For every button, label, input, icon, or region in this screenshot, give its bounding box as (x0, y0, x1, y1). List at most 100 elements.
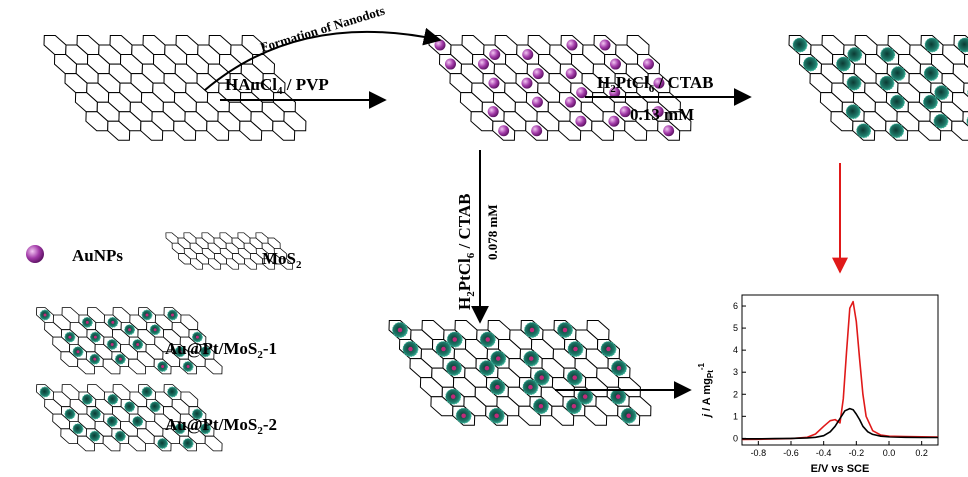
au-core (68, 335, 72, 339)
x-tick-label: -0.2 (849, 448, 865, 458)
mos2-sheet-aupt-2 (388, 320, 652, 426)
x-tick-label: -0.4 (816, 448, 832, 458)
au-nanoparticle (488, 77, 500, 89)
au-nanoparticle (498, 125, 510, 137)
au-core (616, 365, 622, 371)
pt-nanoparticle (174, 423, 186, 435)
au-nanoparticle (489, 49, 501, 61)
au-core (582, 394, 588, 399)
x-tick-label: 0.2 (915, 448, 928, 458)
pt-nanoparticle (923, 66, 939, 81)
x-tick-label: 0.0 (883, 448, 896, 458)
legend-au-label: AuNPs (72, 246, 123, 265)
au-nanoparticle (576, 87, 588, 99)
legend-aupt2-sheet (36, 384, 223, 452)
pt-nanoparticle (836, 56, 851, 72)
y-tick-label: 0 (733, 433, 738, 443)
legend-mos2-sheet (165, 232, 294, 270)
au-core (495, 356, 501, 361)
step3-conc: 0.078 mM (485, 204, 500, 260)
au-core (528, 384, 533, 390)
chart-ylabel: j / A mgPt-1 (697, 362, 715, 419)
au-nanoparticle (609, 58, 621, 70)
y-tick-label: 4 (733, 345, 738, 355)
au-nanoparticle (531, 96, 543, 108)
pt-nanoparticle (124, 401, 135, 413)
pt-nanoparticle (803, 56, 818, 72)
au-core (450, 394, 456, 399)
au-core (43, 313, 47, 317)
pt-nanoparticle (39, 386, 51, 398)
step2-conc: 0.13 mM (630, 105, 694, 124)
au-nanoparticle (663, 125, 675, 137)
au-nanoparticle (653, 77, 665, 89)
pt-nanoparticle (81, 393, 93, 405)
au-core (203, 350, 207, 354)
series-line-1 (742, 407, 938, 440)
x-tick-label: -0.6 (783, 448, 799, 458)
au-nanoparticle (477, 58, 489, 70)
hexagon-cell (165, 232, 179, 244)
au-nanoparticle (608, 115, 620, 127)
au-core (186, 365, 190, 369)
au-nanoparticle (444, 58, 456, 70)
legend-aupt1-sheet (36, 307, 223, 375)
hexagon-cell (951, 92, 968, 113)
step3-label: H2PtCl6 / CTAB (455, 194, 477, 310)
hexagon-cell (283, 111, 307, 132)
au-core (452, 337, 457, 342)
au-nanoparticle (619, 106, 631, 118)
y-tick-label: 6 (733, 301, 738, 311)
au-core (195, 335, 199, 339)
au-core (485, 337, 490, 342)
hexagon-cell (43, 35, 67, 55)
pt-nanoparticle (157, 438, 168, 449)
pt-nanoparticle (792, 37, 808, 53)
legend-mos2-label: MoS2 (262, 249, 302, 271)
pt-nanoparticle (846, 75, 862, 91)
hexagon-cell (204, 435, 223, 452)
au-core (93, 357, 97, 361)
au-core (529, 327, 535, 333)
au-nanoparticle (609, 87, 621, 99)
au-core (539, 375, 544, 380)
au-core (528, 356, 534, 361)
pt-nanoparticle (890, 66, 906, 81)
y-tick-label: 5 (733, 323, 738, 333)
au-nanoparticle (564, 96, 576, 108)
au-core (572, 375, 577, 380)
pt-nanoparticle (933, 113, 949, 129)
pt-nanoparticle (889, 123, 905, 139)
chart-frame (741, 294, 939, 446)
au-nanoparticle (532, 68, 544, 80)
au-core (397, 327, 403, 333)
au-core (495, 384, 500, 390)
au-nanoparticle (434, 39, 446, 51)
pt-nanoparticle (149, 401, 161, 413)
au-nanoparticle (565, 68, 577, 80)
au-core (111, 320, 115, 324)
au-nanoparticle (522, 49, 534, 61)
au-nanoparticle (531, 125, 543, 137)
pt-nanoparticle (923, 94, 938, 110)
pt-nanoparticle (957, 37, 968, 53)
pt-nanoparticle (856, 123, 872, 139)
au-core (178, 350, 182, 354)
pt-nanoparticle (890, 94, 905, 110)
au-core (484, 365, 490, 371)
pt-nanoparticle (934, 85, 950, 101)
au-nanoparticle (642, 58, 654, 70)
pt-nanoparticle (106, 416, 118, 427)
pt-nanoparticle (182, 438, 194, 449)
pt-nanoparticle (847, 47, 863, 62)
au-core (161, 365, 165, 369)
hexagon-cell (668, 111, 692, 132)
legend-aupt2-label: Au@Pt/MoS2-2 (165, 415, 277, 437)
pt-nanoparticle (132, 416, 144, 427)
au-core (93, 335, 97, 339)
step2-label: H2PtCl6 / CTAB (597, 73, 713, 95)
pt-nanoparticle (167, 386, 178, 398)
chart-xlabel: E/V vs SCE (811, 463, 870, 475)
